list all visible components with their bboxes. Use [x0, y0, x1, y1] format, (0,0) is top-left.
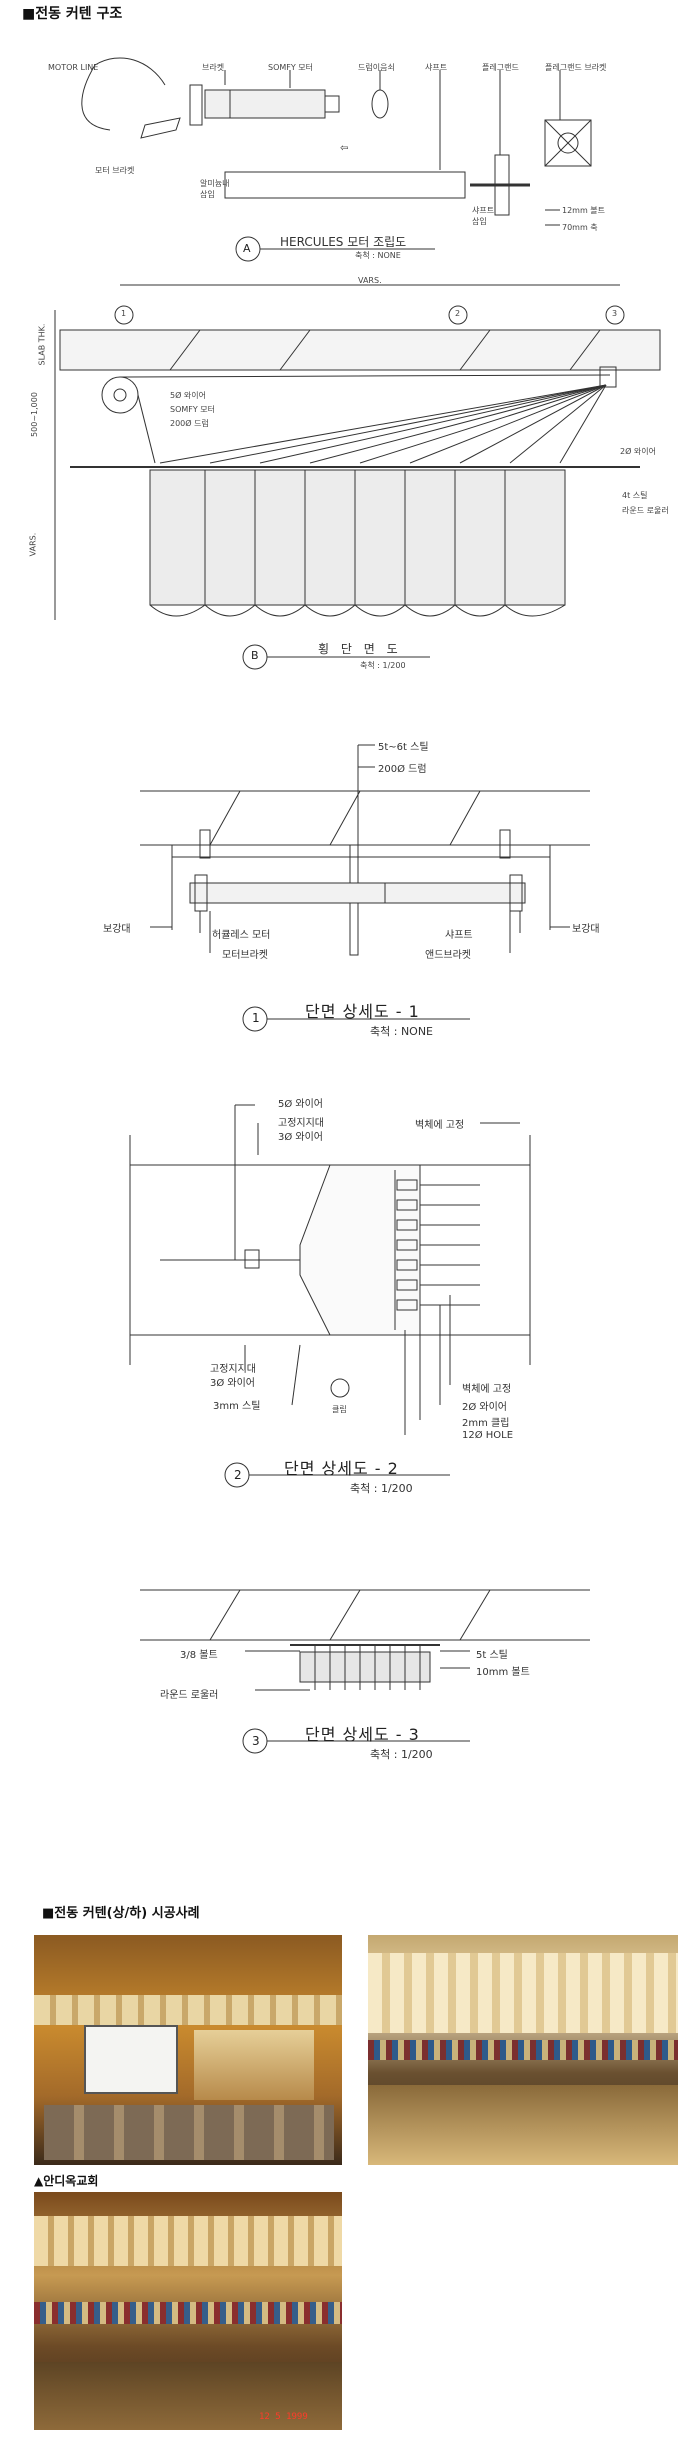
detail-2-diagram: [129, 1104, 531, 1488]
photo-hall-3: 12 5 1999: [34, 2192, 342, 2430]
motor-assembly-diagram: [81, 57, 592, 262]
label-steel4t: 4t 스틸: [622, 491, 648, 500]
label-drum200: 200Ø 드럼: [170, 419, 209, 428]
label-vars-top: VARS.: [358, 276, 382, 285]
label-support-bottom: 고정지지대: [210, 1364, 256, 1375]
detail-3-scale: 축척 : 1/200: [370, 1748, 433, 1761]
label-bolt-12: 12mm 볼트: [562, 206, 606, 215]
label-bolt-10: 10mm 볼트: [476, 1667, 530, 1678]
section-b-caption: 횡 단 면 도: [318, 642, 402, 656]
label-wire2: 2Ø 와이어: [620, 447, 657, 456]
section-b-scale: 축척 : 1/200: [360, 661, 406, 670]
label-hercules-motor: 허큘레스 모터: [212, 930, 271, 941]
label-wire2-detail2: 2Ø 와이어: [462, 1402, 508, 1413]
label-steel-5t: 5t 스틸: [476, 1650, 508, 1661]
label-flange: 플레그랜드: [482, 63, 519, 72]
label-shaft: 샤프트: [425, 63, 448, 72]
assembly-caption: HERCULES 모터 조립도: [280, 235, 407, 249]
label-slab: SLAB THK.: [37, 323, 47, 366]
marker-detail-3: 3: [252, 1734, 260, 1748]
label-reinforce-left: 보강대: [103, 924, 131, 935]
photo-hall-1: [34, 1935, 342, 2165]
label-insert-shaft: 샤프트 삽입: [472, 206, 495, 226]
cross-section-diagram: [54, 284, 661, 670]
detail-3-diagram: [140, 1589, 590, 1754]
label-shaft-70: 70mm 축: [562, 223, 598, 232]
label-shaft-1: 샤프트: [445, 930, 473, 941]
point-1: 1: [121, 309, 127, 318]
label-motor-bracket: 모터 브라켓: [95, 166, 135, 175]
label-clip: 클립: [332, 1405, 347, 1414]
section-title-structure: ■전동 커텐 구조: [22, 6, 123, 22]
label-steel-5t6t: 5t~6t 스틸: [378, 742, 429, 753]
detail-1-caption: 단면 상세도 - 1: [305, 1002, 420, 1021]
marker-a: A: [243, 242, 251, 255]
label-support-top: 고정지지대: [278, 1118, 324, 1129]
label-somfy: SOMFY 모터: [170, 405, 216, 414]
label-round-roller-3: 라운드 로울러: [160, 1690, 219, 1701]
detail-1-diagram: [140, 744, 590, 1032]
label-clamp-2mm: 2mm 클립: [462, 1418, 510, 1429]
label-wire3-bottom: 3Ø 와이어: [210, 1378, 256, 1389]
section-title-cases: ■전동 커텐(상/하) 시공사례: [42, 1906, 200, 1921]
assembly-scale: 축척 : NONE: [355, 251, 401, 260]
label-insert-left: 알미늄내 삽입: [200, 179, 230, 199]
label-motor-bracket-1: 모터브라켓: [222, 950, 268, 961]
detail-1-scale: 축척 : NONE: [370, 1025, 434, 1038]
label-flange-bracket: 플레그랜드 브라켓: [545, 63, 607, 72]
detail-3-caption: 단면 상세도 - 3: [305, 1725, 420, 1744]
detail-2-scale: 축척 : 1/200: [350, 1482, 413, 1495]
label-vars-side: VARS.: [28, 532, 38, 557]
label-end-bracket: 앤드브라켓: [425, 950, 471, 961]
label-motor-line: MOTOR LINE: [48, 63, 99, 72]
label-wall-fix-top: 벽체에 고정: [415, 1120, 465, 1131]
label-wire5: 5Ø 와이어: [170, 391, 207, 400]
label-round-roller: 라운드 로울러: [622, 506, 669, 515]
marker-detail-2: 2: [234, 1468, 242, 1482]
label-wire5-detail2: 5Ø 와이어: [278, 1099, 324, 1110]
label-drum-joint: 드럼이음쇠: [358, 63, 395, 72]
marker-detail-1: 1: [252, 1011, 260, 1025]
point-2: 2: [455, 309, 461, 318]
detail-2-caption: 단면 상세도 - 2: [284, 1459, 399, 1478]
arrow-left-icon: ⇦: [340, 143, 349, 154]
label-wall-fix-bottom: 벽체에 고정: [462, 1384, 512, 1395]
label-drum-200: 200Ø 드럼: [378, 764, 427, 775]
label-range: 500~1,000: [29, 392, 39, 437]
label-reinforce-right: 보강대: [572, 924, 600, 935]
label-hole-12: 12Ø HOLE: [462, 1430, 514, 1441]
photo-hall-2: [368, 1935, 678, 2165]
point-3: 3: [612, 309, 618, 318]
label-somfy-motor: SOMFY 모터: [268, 63, 314, 72]
label-wire3-top: 3Ø 와이어: [278, 1132, 324, 1143]
label-bolt-3-8: 3/8 볼트: [180, 1650, 218, 1661]
label-bracket: 브라켓: [202, 63, 225, 72]
photo-caption-church: ▲안디옥교회: [34, 2174, 99, 2188]
photo-timestamp: 12 5 1999: [259, 2412, 308, 2422]
marker-b: B: [251, 649, 259, 662]
label-steel-3mm: 3mm 스틸: [213, 1401, 261, 1412]
